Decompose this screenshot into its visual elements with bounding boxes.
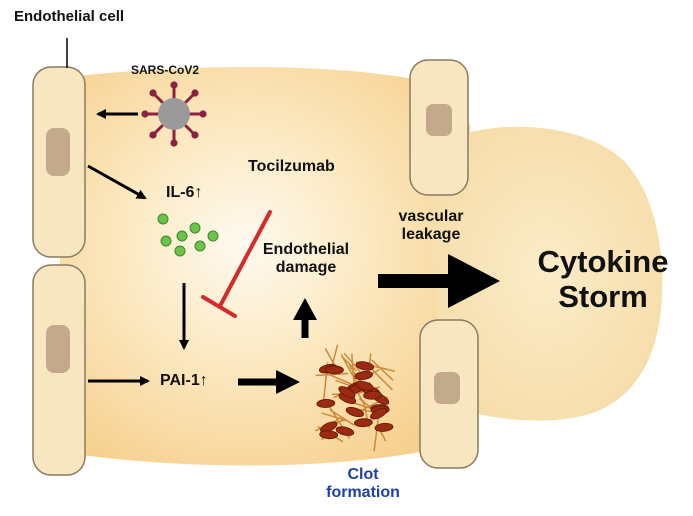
nucleus-left-bottom xyxy=(46,325,70,373)
red-blood-cell xyxy=(363,390,382,400)
clot-formation-line1: Clot xyxy=(347,466,379,483)
red-blood-cell xyxy=(353,418,373,428)
red-blood-cell xyxy=(335,426,355,436)
virus-icon xyxy=(141,81,207,147)
arrow-damage-to-storm xyxy=(378,254,500,308)
fibrin-strand xyxy=(315,372,349,377)
nucleus-right-top xyxy=(426,104,452,136)
vascular-leakage-line1: vascular xyxy=(398,208,464,225)
fibrin-strand xyxy=(373,413,380,452)
clot-formation-line2: formation xyxy=(326,484,400,502)
clot-formation-label: Clot formation xyxy=(318,466,408,503)
red-blood-cell xyxy=(355,361,375,371)
il6-particles-icon xyxy=(157,213,219,257)
fibrin-strand xyxy=(325,372,352,385)
red-blood-cell xyxy=(319,430,339,440)
arrow-cell-to-il6 xyxy=(87,164,147,200)
arrow-pai1-to-clot xyxy=(238,370,300,394)
endothelial-damage-label: Endothelial damage xyxy=(256,241,356,278)
red-blood-cell xyxy=(355,380,374,391)
red-blood-cell xyxy=(316,399,336,408)
red-blood-cell xyxy=(374,422,394,432)
cytokine-storm-label: Cytokine Storm xyxy=(523,244,683,314)
clot-icon xyxy=(314,344,396,452)
endothelial-damage-line1: Endothelial xyxy=(262,241,350,258)
endothelial-cell-label: Endothelial cell xyxy=(14,8,125,25)
red-blood-cell xyxy=(345,406,364,418)
nucleus-right-bottom xyxy=(434,372,460,404)
fibrin-strand xyxy=(341,356,357,372)
tocilizumab-inhibition xyxy=(201,210,272,318)
tocilizumab-label: Tocilzumab xyxy=(248,158,335,175)
red-blood-cell xyxy=(325,365,344,375)
nucleus-left-top xyxy=(46,128,70,176)
fibrin-strand xyxy=(329,409,355,426)
red-blood-cell xyxy=(370,407,388,420)
vascular-leakage-line2: leakage xyxy=(401,226,461,244)
endothelial-damage-line2: damage xyxy=(275,259,337,277)
fibrin-strand xyxy=(331,344,339,366)
vascular-leakage-label: vascular leakage xyxy=(386,208,476,245)
il6-label: IL-6↑ xyxy=(166,184,203,201)
fibrin-strand xyxy=(343,352,361,372)
fibrin-strand xyxy=(371,359,394,381)
red-blood-cell xyxy=(354,370,373,381)
virus-label: SARS-CoV2 xyxy=(131,63,200,77)
pai1-label: PAI-1↑ xyxy=(160,372,208,389)
fibrin-strand xyxy=(321,412,348,422)
red-blood-cell xyxy=(338,386,356,399)
arrow-clot-to-damage xyxy=(293,298,317,338)
cytokine-storm-blob xyxy=(430,126,663,421)
cytokine-storm-line2: Storm xyxy=(558,278,648,314)
cytokine-storm-line1: Cytokine xyxy=(537,244,669,279)
